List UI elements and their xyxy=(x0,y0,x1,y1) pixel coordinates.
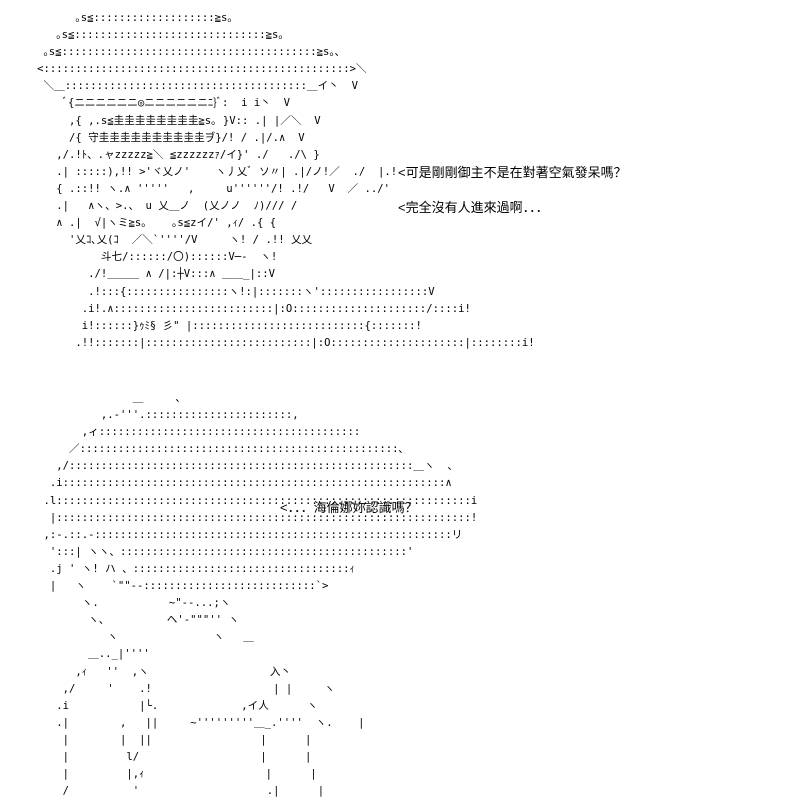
dialogue-line-3: <．．．海倫娜妳認識嗎？ xyxy=(280,500,418,515)
ascii-art-character-top: ｡s≦:::::::::::::::::::≧s｡ ｡s≦:::::::::::… xyxy=(37,12,535,349)
dialogue-line-1: <可是剛剛御主不是在對著空氣發呆嗎？ xyxy=(398,165,627,180)
ascii-art-character-bottom: ＿ 、 ,.-'''.:::::::::::::::::::::::, ,ィ::… xyxy=(43,392,478,798)
dialogue-line-2: <完全沒有人進來過啊．．． xyxy=(398,200,549,215)
